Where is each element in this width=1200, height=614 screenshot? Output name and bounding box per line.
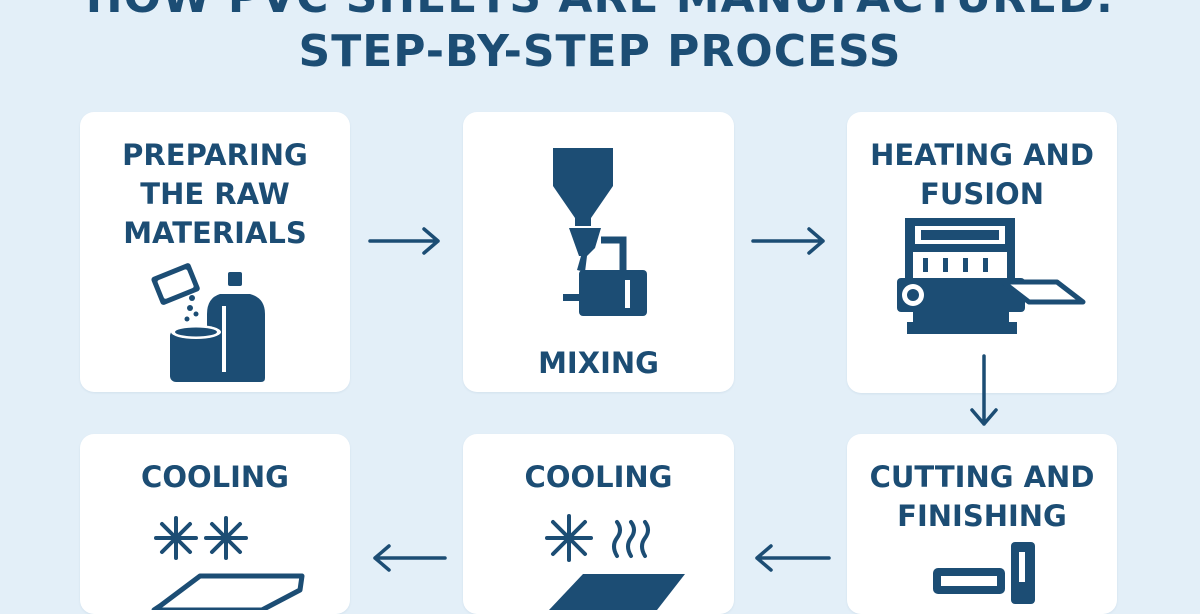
step-label-cutting: CUTTING AND FINISHING [847,458,1117,536]
label-line: FINISHING [897,499,1067,533]
step-card-cooling-steam: COOLING [463,434,734,614]
arrow-right-icon [751,227,825,255]
title-line-1: HOW PVC SHEETS ARE MANUFACTURED: [0,0,1200,23]
step-card-preparing: PREPARING THE RAW MATERIALS [80,112,350,392]
label-line: COOLING [141,460,289,494]
arrow-left-icon [373,544,447,572]
step-card-mixing: MIXING [463,112,734,392]
mixer-icon [553,148,647,316]
cooling-snowflakes-icon [151,516,305,610]
label-line: THE RAW [140,177,290,211]
steam-icon [612,520,650,558]
step-label-heating: HEATING AND FUSION [847,136,1117,214]
label-line: COOLING [524,460,673,494]
cutting-machine-icon [933,542,1035,604]
label-line: HEATING AND [870,138,1094,172]
arrow-down-icon [970,354,998,426]
label-line: MATERIALS [123,216,307,250]
label-line: CUTTING AND [869,460,1095,494]
step-card-cooling-snowflakes: COOLING [80,434,350,614]
arrow-left-icon [755,544,831,572]
step-card-heating: HEATING AND FUSION [847,112,1117,393]
step-label-cooling-steam: COOLING [463,458,734,497]
label-line: MIXING [538,346,659,380]
raw-materials-icon [151,263,265,382]
arrow-right-icon [368,227,440,255]
label-line: FUSION [920,177,1044,211]
step-card-cutting: CUTTING AND FINISHING [847,434,1117,614]
title-line-2: STEP-BY-STEP PROCESS [298,26,902,77]
step-label-preparing: PREPARING THE RAW MATERIALS [80,136,350,253]
label-line: PREPARING [122,138,308,172]
step-label-cooling-snowflakes: COOLING [80,458,350,497]
heating-press-icon [897,218,1086,334]
snowflake-icon [154,516,198,560]
cooling-steam-icon [545,514,685,610]
step-label-mixing: MIXING [463,344,734,383]
snowflake-icon [204,516,248,560]
snowflake-icon [545,514,593,562]
